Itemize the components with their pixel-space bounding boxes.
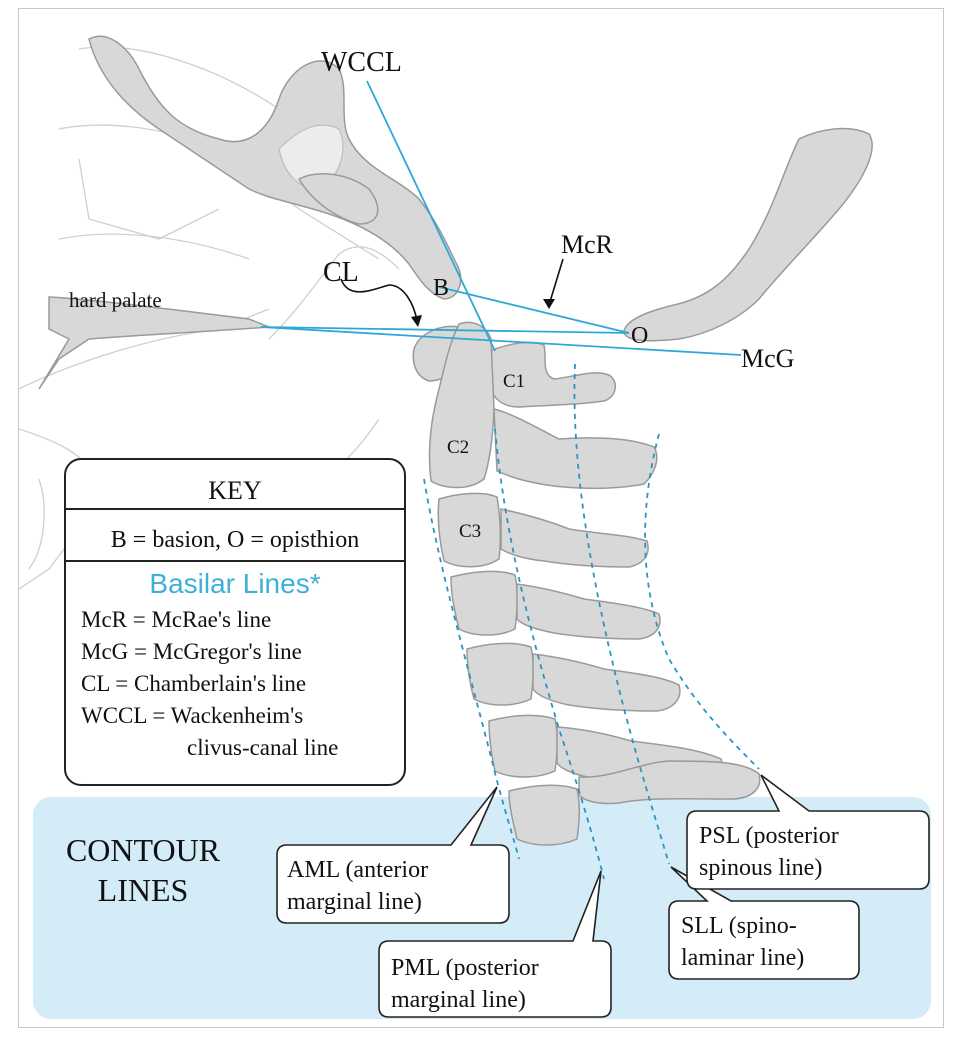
wccl-line xyxy=(366,80,496,352)
sll-text-2: laminar line) xyxy=(681,945,804,971)
key-item-mcr: McR = McRae's line xyxy=(81,607,271,632)
psl-callout: PSL (posterior spinous line) xyxy=(686,774,930,890)
pml-text-2: marginal line) xyxy=(391,987,526,1013)
cl-arrow xyxy=(340,278,418,322)
mcr-line xyxy=(438,286,630,334)
cl-arrowhead xyxy=(411,315,422,327)
label-c1: C1 xyxy=(503,371,525,392)
key-item-cl: CL = Chamberlain's line xyxy=(81,671,306,696)
key-title: KEY xyxy=(208,476,262,505)
aml-text-1: AML (anterior xyxy=(287,857,428,883)
key-basilar-heading: Basilar Lines* xyxy=(149,568,320,599)
pointer-arrows xyxy=(340,258,564,327)
label-cl: CL xyxy=(323,257,359,288)
pml-callout: PML (posterior marginal line) xyxy=(378,870,612,1018)
key-item-wccl-cont: clivus-canal line xyxy=(187,735,338,760)
label-c2: C2 xyxy=(447,437,469,458)
skull-base-bone xyxy=(88,35,462,300)
skull-spine-diagram: WCCL McR CL B O McG hard palate C1 C2 C3… xyxy=(19,35,931,1019)
label-b: B xyxy=(433,275,449,301)
contour-title-2: LINES xyxy=(98,872,189,908)
label-hard-palate: hard palate xyxy=(69,288,162,312)
pml-text-1: PML (posterior xyxy=(391,955,539,981)
diagram-frame: WCCL McR CL B O McG hard palate C1 C2 C3… xyxy=(18,8,944,1028)
label-mcr: McR xyxy=(561,230,614,259)
pml-line xyxy=(494,428,605,880)
mcr-arrowhead xyxy=(543,299,555,309)
psl-line xyxy=(644,433,760,770)
label-o: O xyxy=(631,323,648,349)
cervical-spine xyxy=(428,321,761,846)
mcg-line xyxy=(260,326,742,356)
cl-line xyxy=(260,326,630,334)
basilar-lines xyxy=(260,80,742,356)
mcr-arrow xyxy=(548,258,564,306)
psl-text-2: spinous line) xyxy=(699,855,822,881)
key-box-border xyxy=(64,458,406,786)
label-mcg: McG xyxy=(741,344,794,373)
aml-callout: AML (anterior marginal line) xyxy=(276,786,510,924)
key-item-mcg: McG = McGregor's line xyxy=(81,639,302,664)
key-box: KEY B = basion, O = opisthion Basilar Li… xyxy=(64,458,406,786)
skull-outline xyxy=(19,46,400,590)
aml-text-2: marginal line) xyxy=(287,889,422,915)
key-item-wccl: WCCL = Wackenheim's xyxy=(81,703,303,728)
contour-dashed-lines xyxy=(423,363,760,880)
label-wccl: WCCL xyxy=(321,47,402,78)
key-points: B = basion, O = opisthion xyxy=(111,527,359,553)
psl-text-1: PSL (posterior xyxy=(699,823,839,849)
sll-line xyxy=(573,363,670,865)
sll-callout: SLL (spino- laminar line) xyxy=(668,866,860,980)
sll-text-1: SLL (spino- xyxy=(681,913,797,939)
label-c3: C3 xyxy=(459,521,481,542)
occipital-bone xyxy=(623,127,873,342)
contour-title-1: CONTOUR xyxy=(66,832,221,868)
